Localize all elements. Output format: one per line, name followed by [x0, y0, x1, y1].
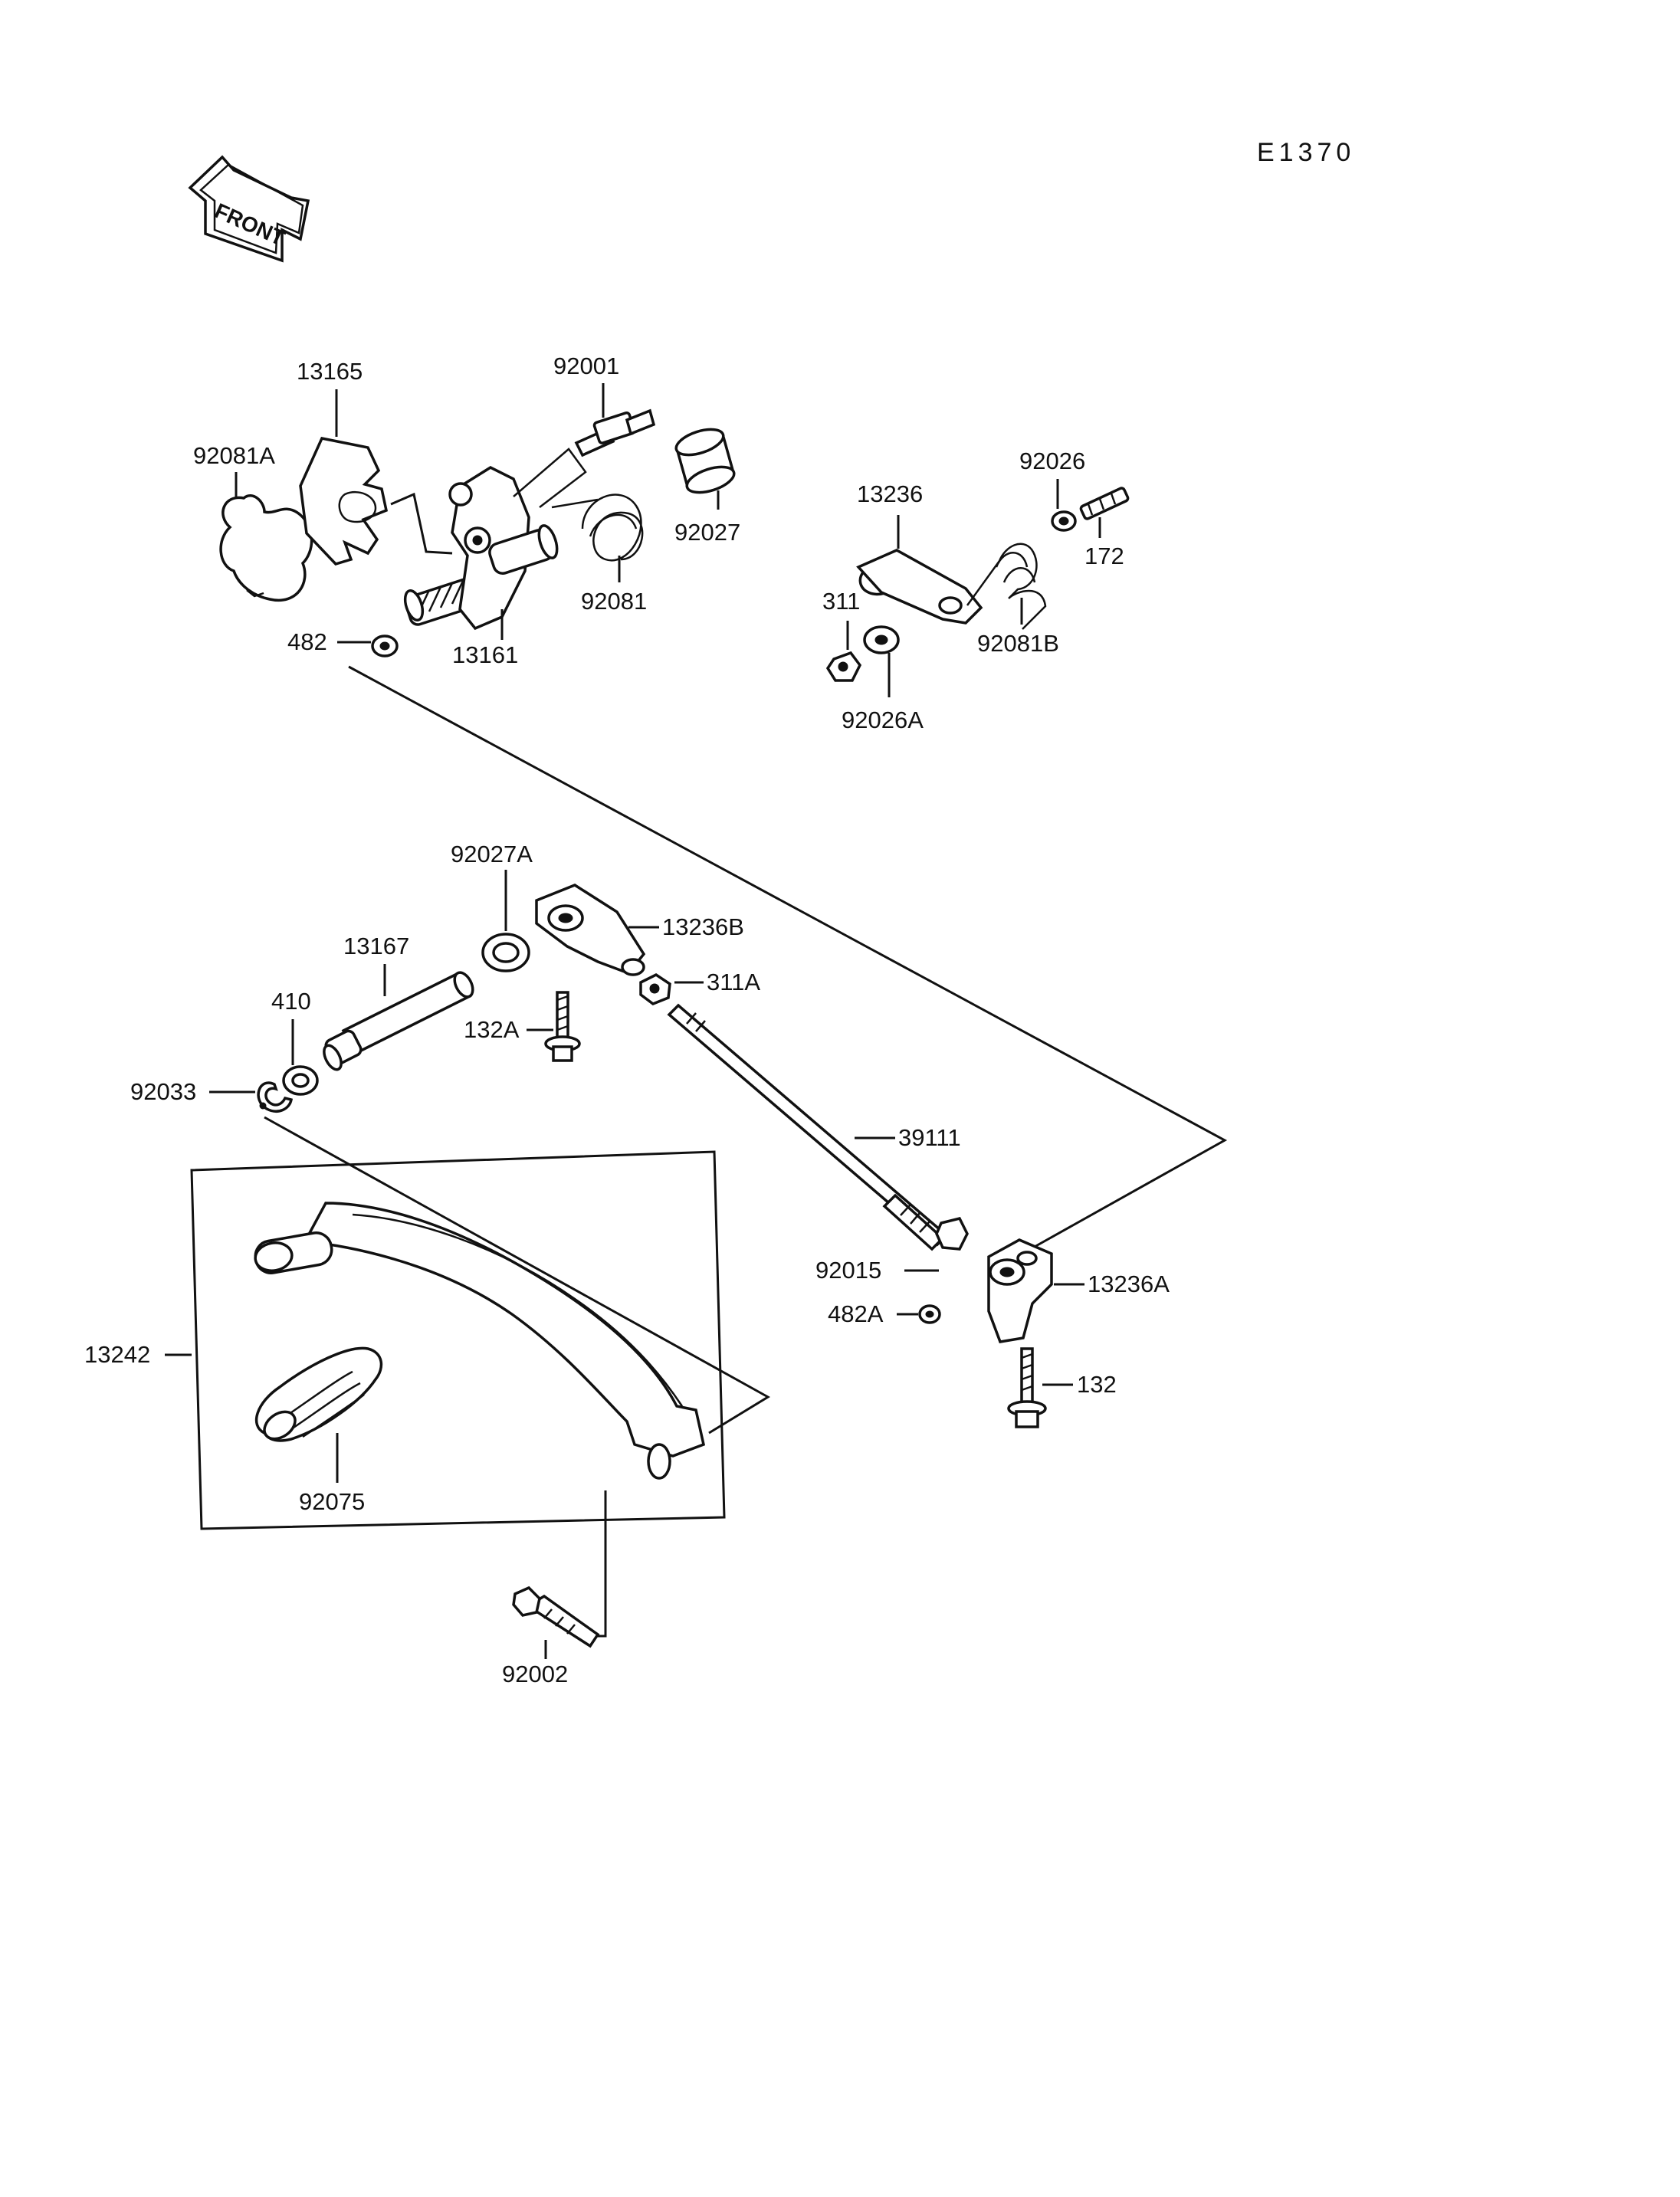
label-13242: 13242 — [84, 1341, 150, 1368]
label-132a: 132A — [464, 1016, 520, 1043]
label-39111: 39111 — [898, 1124, 961, 1151]
label-92033: 92033 — [130, 1078, 196, 1105]
label-311: 311 — [822, 588, 860, 615]
diagram-code: E1370 — [1257, 138, 1355, 167]
bolt-132a — [544, 991, 581, 1062]
bolt-132 — [1007, 1347, 1047, 1428]
label-13236: 13236 — [857, 480, 923, 507]
bolt-92002 — [512, 1585, 600, 1648]
shaft-13167 — [323, 971, 474, 1071]
label-13236a: 13236A — [1088, 1271, 1170, 1297]
nut-311a — [639, 972, 671, 1005]
pin-92001 — [574, 408, 656, 457]
spring-92081b — [966, 543, 1047, 630]
label-311a: 311A — [707, 969, 760, 995]
plate-13165 — [299, 437, 389, 566]
label-92027a: 92027A — [451, 841, 533, 867]
lever-13236a — [987, 1238, 1053, 1343]
label-92081a: 92081A — [193, 442, 275, 469]
washer-482 — [371, 635, 399, 657]
label-13167: 13167 — [343, 933, 409, 959]
label-13165: 13165 — [297, 358, 363, 385]
spring-92081 — [513, 448, 644, 562]
label-92081b: 92081B — [977, 630, 1059, 657]
circlip-92033 — [257, 1081, 293, 1113]
bracket-13242 — [190, 1150, 726, 1530]
label-13236b: 13236B — [662, 913, 744, 940]
shift-pedal-13242 — [254, 1202, 706, 1480]
lever-13236b — [535, 884, 646, 976]
label-92002: 92002 — [502, 1661, 568, 1687]
label-482a: 482A — [828, 1300, 884, 1327]
gasket-92081a — [219, 494, 313, 602]
label-92026: 92026 — [1019, 448, 1085, 474]
collar-92027a — [481, 933, 530, 972]
label-172: 172 — [1084, 543, 1124, 569]
label-92075: 92075 — [299, 1488, 365, 1515]
label-92001: 92001 — [553, 353, 619, 379]
label-132: 132 — [1077, 1371, 1117, 1398]
label-482: 482 — [287, 628, 327, 655]
label-92026a: 92026A — [842, 707, 924, 733]
stud-172 — [1079, 487, 1130, 520]
rod-39111 — [667, 1003, 949, 1251]
collar-92027 — [674, 428, 736, 494]
label-13161: 13161 — [452, 641, 518, 668]
washer-92026 — [1051, 510, 1077, 532]
assembly-guide-line-2 — [264, 1116, 770, 1435]
label-92081: 92081 — [581, 588, 647, 615]
lever-13236 — [856, 549, 983, 625]
front-arrow-icon: FRONT — [188, 155, 310, 263]
label-92027: 92027 — [674, 519, 740, 546]
nut-92015 — [935, 1216, 969, 1251]
washer-410 — [282, 1065, 319, 1096]
assembly-guide-line-1 — [348, 665, 1228, 1249]
label-92015: 92015 — [815, 1257, 881, 1284]
label-410: 410 — [271, 988, 311, 1015]
nut-311 — [825, 651, 862, 682]
washer-92026a — [863, 625, 900, 654]
rubber-92075 — [255, 1346, 383, 1442]
washer-482a — [918, 1304, 941, 1324]
